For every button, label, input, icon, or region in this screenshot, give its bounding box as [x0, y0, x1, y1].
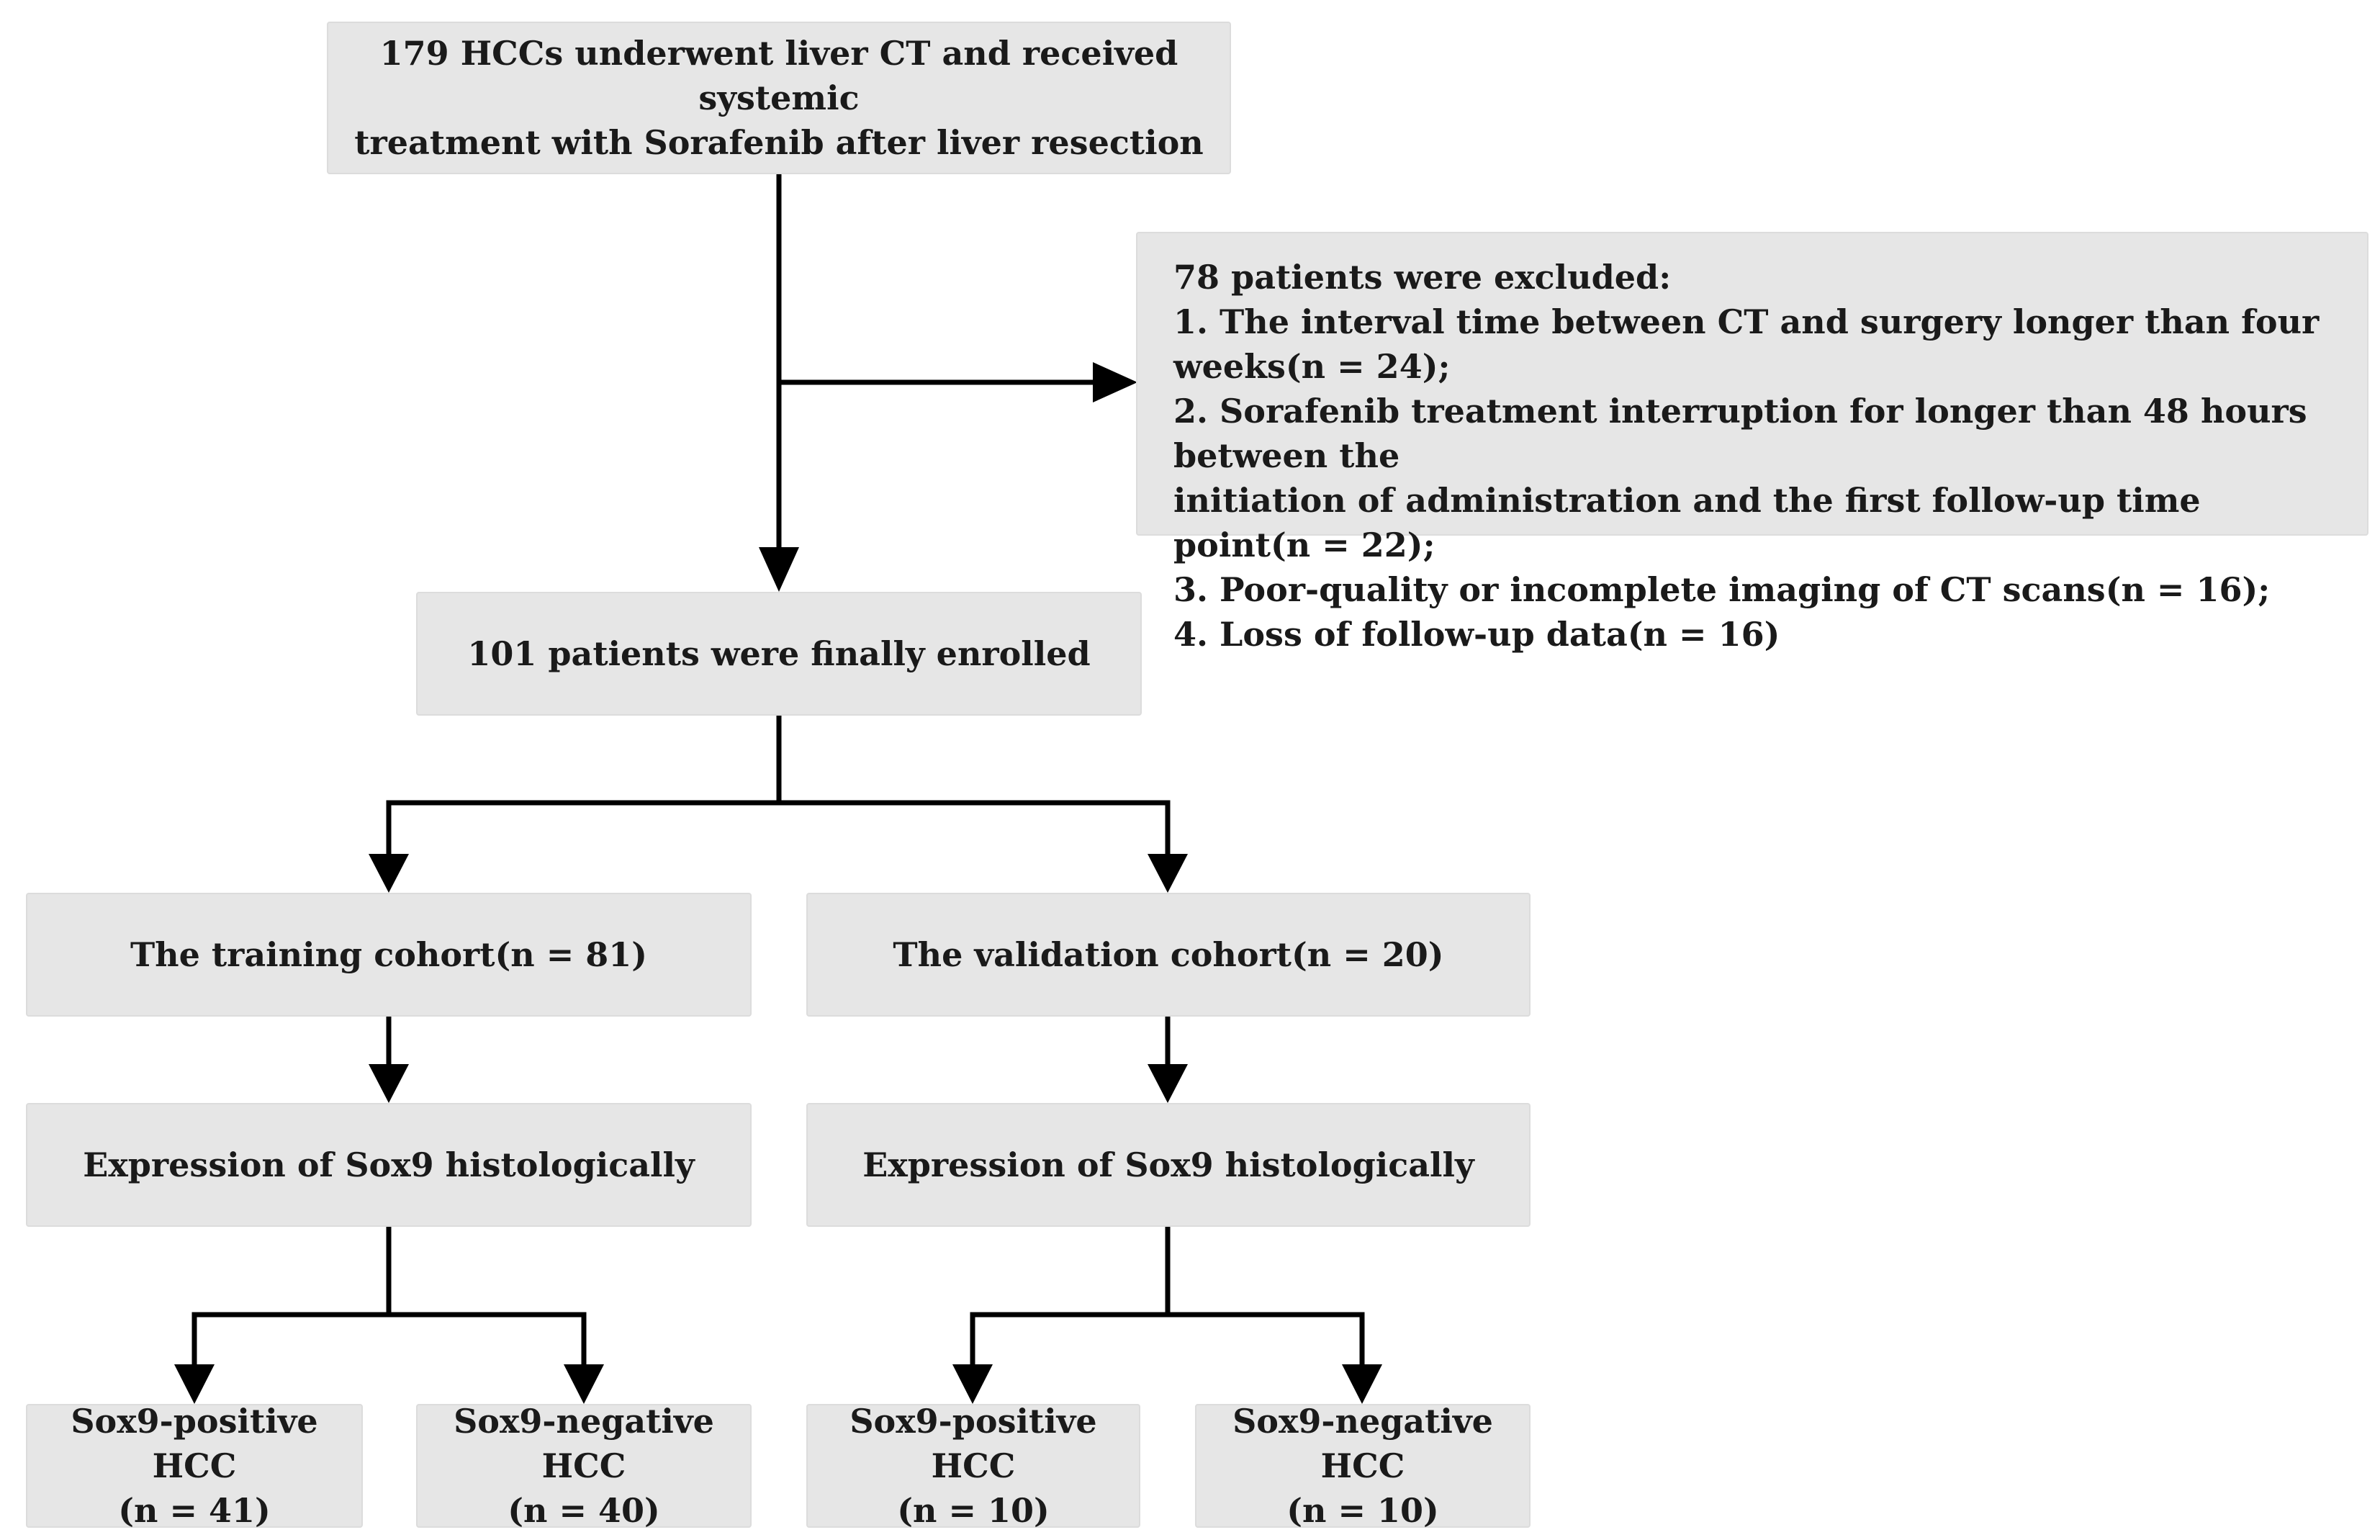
exclusion-item: 4. Loss of follow-up data(n = 16)	[1173, 615, 1780, 654]
training-cohort-box: The training cohort(n = 81)	[26, 893, 752, 1017]
training-cohort-text: The training cohort(n = 81)	[130, 935, 648, 974]
enrolled-text: 101 patients were finally enrolled	[467, 634, 1091, 673]
arrowhead-excluded	[1093, 362, 1137, 402]
training-expression-box: Expression of Sox9 histologically	[26, 1103, 752, 1227]
training-positive-box: Sox9-positive HCC (n = 41)	[26, 1402, 363, 1530]
connector-training-split	[191, 1221, 587, 1374]
exclusion-item: 3. Poor-quality or incomplete imaging of…	[1173, 570, 2271, 609]
arrowhead-validation-cohort	[1148, 854, 1188, 893]
arrowhead-enrolled	[759, 547, 799, 592]
start-box: 179 HCCs underwent liver CT and received…	[327, 22, 1231, 174]
validation-cohort-text: The validation cohort(n = 20)	[893, 935, 1444, 974]
training-positive-count: (n = 41)	[118, 1491, 271, 1530]
arrowhead-validation-expression	[1148, 1064, 1188, 1103]
arrowhead-validation-positive	[952, 1364, 993, 1404]
exclusion-item: initiation of administration and the fir…	[1173, 481, 2201, 564]
start-text-line1: 179 HCCs underwent liver CT and received…	[379, 34, 1178, 117]
validation-positive-box: Sox9-positive HCC (n = 10)	[806, 1402, 1140, 1530]
validation-expression-text: Expression of Sox9 histologically	[862, 1145, 1474, 1184]
validation-negative-count: (n = 10)	[1286, 1491, 1439, 1530]
training-negative-label: Sox9-negative HCC	[454, 1402, 714, 1485]
validation-expression-box: Expression of Sox9 histologically	[806, 1103, 1531, 1227]
training-negative-box: Sox9-negative HCC (n = 40)	[416, 1402, 752, 1530]
start-text-line2: treatment with Sorafenib after liver res…	[354, 123, 1204, 162]
exclusion-item: 1. The interval time between CT and surg…	[1173, 302, 2320, 386]
arrowhead-validation-negative	[1342, 1364, 1382, 1404]
exclusion-heading: 78 patients were excluded:	[1173, 258, 1672, 297]
exclusion-item: 2. Sorafenib treatment interruption for …	[1173, 392, 2307, 475]
arrowhead-training-negative	[564, 1364, 604, 1404]
arrowhead-training-cohort	[369, 854, 409, 893]
arrowhead-training-positive	[174, 1364, 215, 1404]
validation-negative-box: Sox9-negative HCC (n = 10)	[1195, 1402, 1531, 1530]
exclusion-box: 78 patients were excluded: 1. The interv…	[1136, 232, 2368, 654]
enrolled-box: 101 patients were finally enrolled	[416, 592, 1142, 716]
training-negative-count: (n = 40)	[508, 1491, 660, 1530]
validation-positive-label: Sox9-positive HCC	[849, 1402, 1097, 1485]
validation-negative-label: Sox9-negative HCC	[1232, 1402, 1493, 1485]
training-positive-label: Sox9-positive HCC	[71, 1402, 318, 1485]
connector-validation-split	[970, 1221, 1365, 1374]
arrowhead-training-expression	[369, 1064, 409, 1103]
validation-cohort-box: The validation cohort(n = 20)	[806, 893, 1531, 1017]
validation-positive-count: (n = 10)	[897, 1491, 1050, 1530]
training-expression-text: Expression of Sox9 histologically	[83, 1145, 695, 1184]
connector-enrolled-split	[386, 711, 1171, 863]
